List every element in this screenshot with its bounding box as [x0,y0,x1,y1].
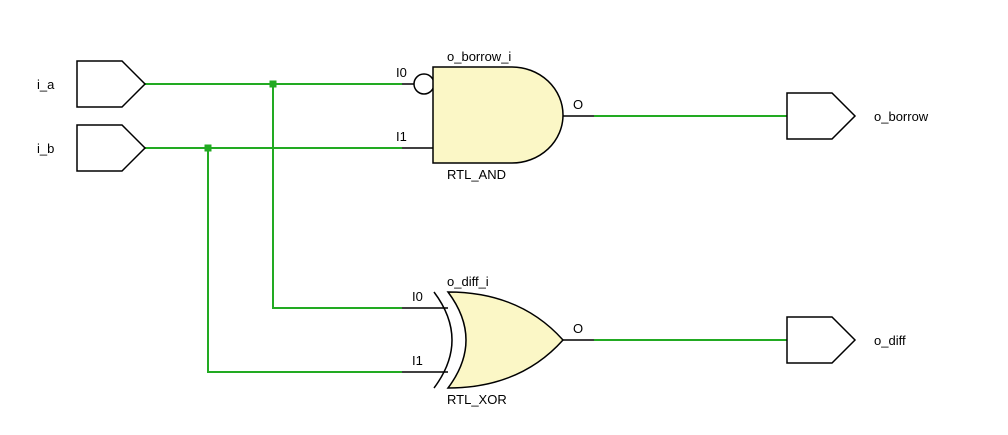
output-port-o-borrow-shape[interactable] [786,92,857,140]
input-port-i-a-shape[interactable] [76,60,147,108]
output-port-o-diff[interactable]: o_diff [786,316,906,364]
and-gate-pin-o-label: O [573,97,583,112]
input-port-i-a[interactable]: i_a [37,60,147,108]
and-gate-i0-inversion-bubble [413,73,435,95]
output-port-o-borrow-label: o_borrow [874,109,929,124]
net-junction-i-b [204,144,212,152]
xor-gate-cell[interactable]: o_diff_i RTL_XOR I0 I1 O [402,274,594,407]
output-port-o-diff-label: o_diff [874,333,906,348]
and-gate-cell[interactable]: o_borrow_i RTL_AND I0 I1 O [396,49,594,182]
nets [145,80,787,373]
and-gate-pin-i0-label: I0 [396,65,407,80]
xor-gate-pin-o-label: O [573,321,583,336]
input-port-i-b-shape[interactable] [76,124,147,172]
xor-gate-pin-i0-label: I0 [412,289,423,304]
xor-gate-cell-type: RTL_XOR [447,392,507,407]
output-port-o-borrow[interactable]: o_borrow [786,92,929,140]
xor-gate-body[interactable] [446,291,565,389]
and-gate-instance-name: o_borrow_i [447,49,511,64]
xor-gate-pin-i1-label: I1 [412,353,423,368]
output-port-o-diff-shape[interactable] [786,316,857,364]
xor-gate-input-curve [433,291,453,389]
net-junction-i-a [269,80,277,88]
and-gate-pin-i1-label: I1 [396,129,407,144]
input-port-i-b-label: i_b [37,141,54,156]
net-i-a-to-xor-i0[interactable] [272,84,402,309]
input-port-i-b[interactable]: i_b [37,124,147,172]
net-i-b-to-xor-i1[interactable] [207,148,402,373]
input-port-i-a-label: i_a [37,77,55,92]
xor-gate-instance-name: o_diff_i [447,274,489,289]
and-gate-body[interactable] [432,66,564,164]
and-gate-cell-type: RTL_AND [447,167,506,182]
